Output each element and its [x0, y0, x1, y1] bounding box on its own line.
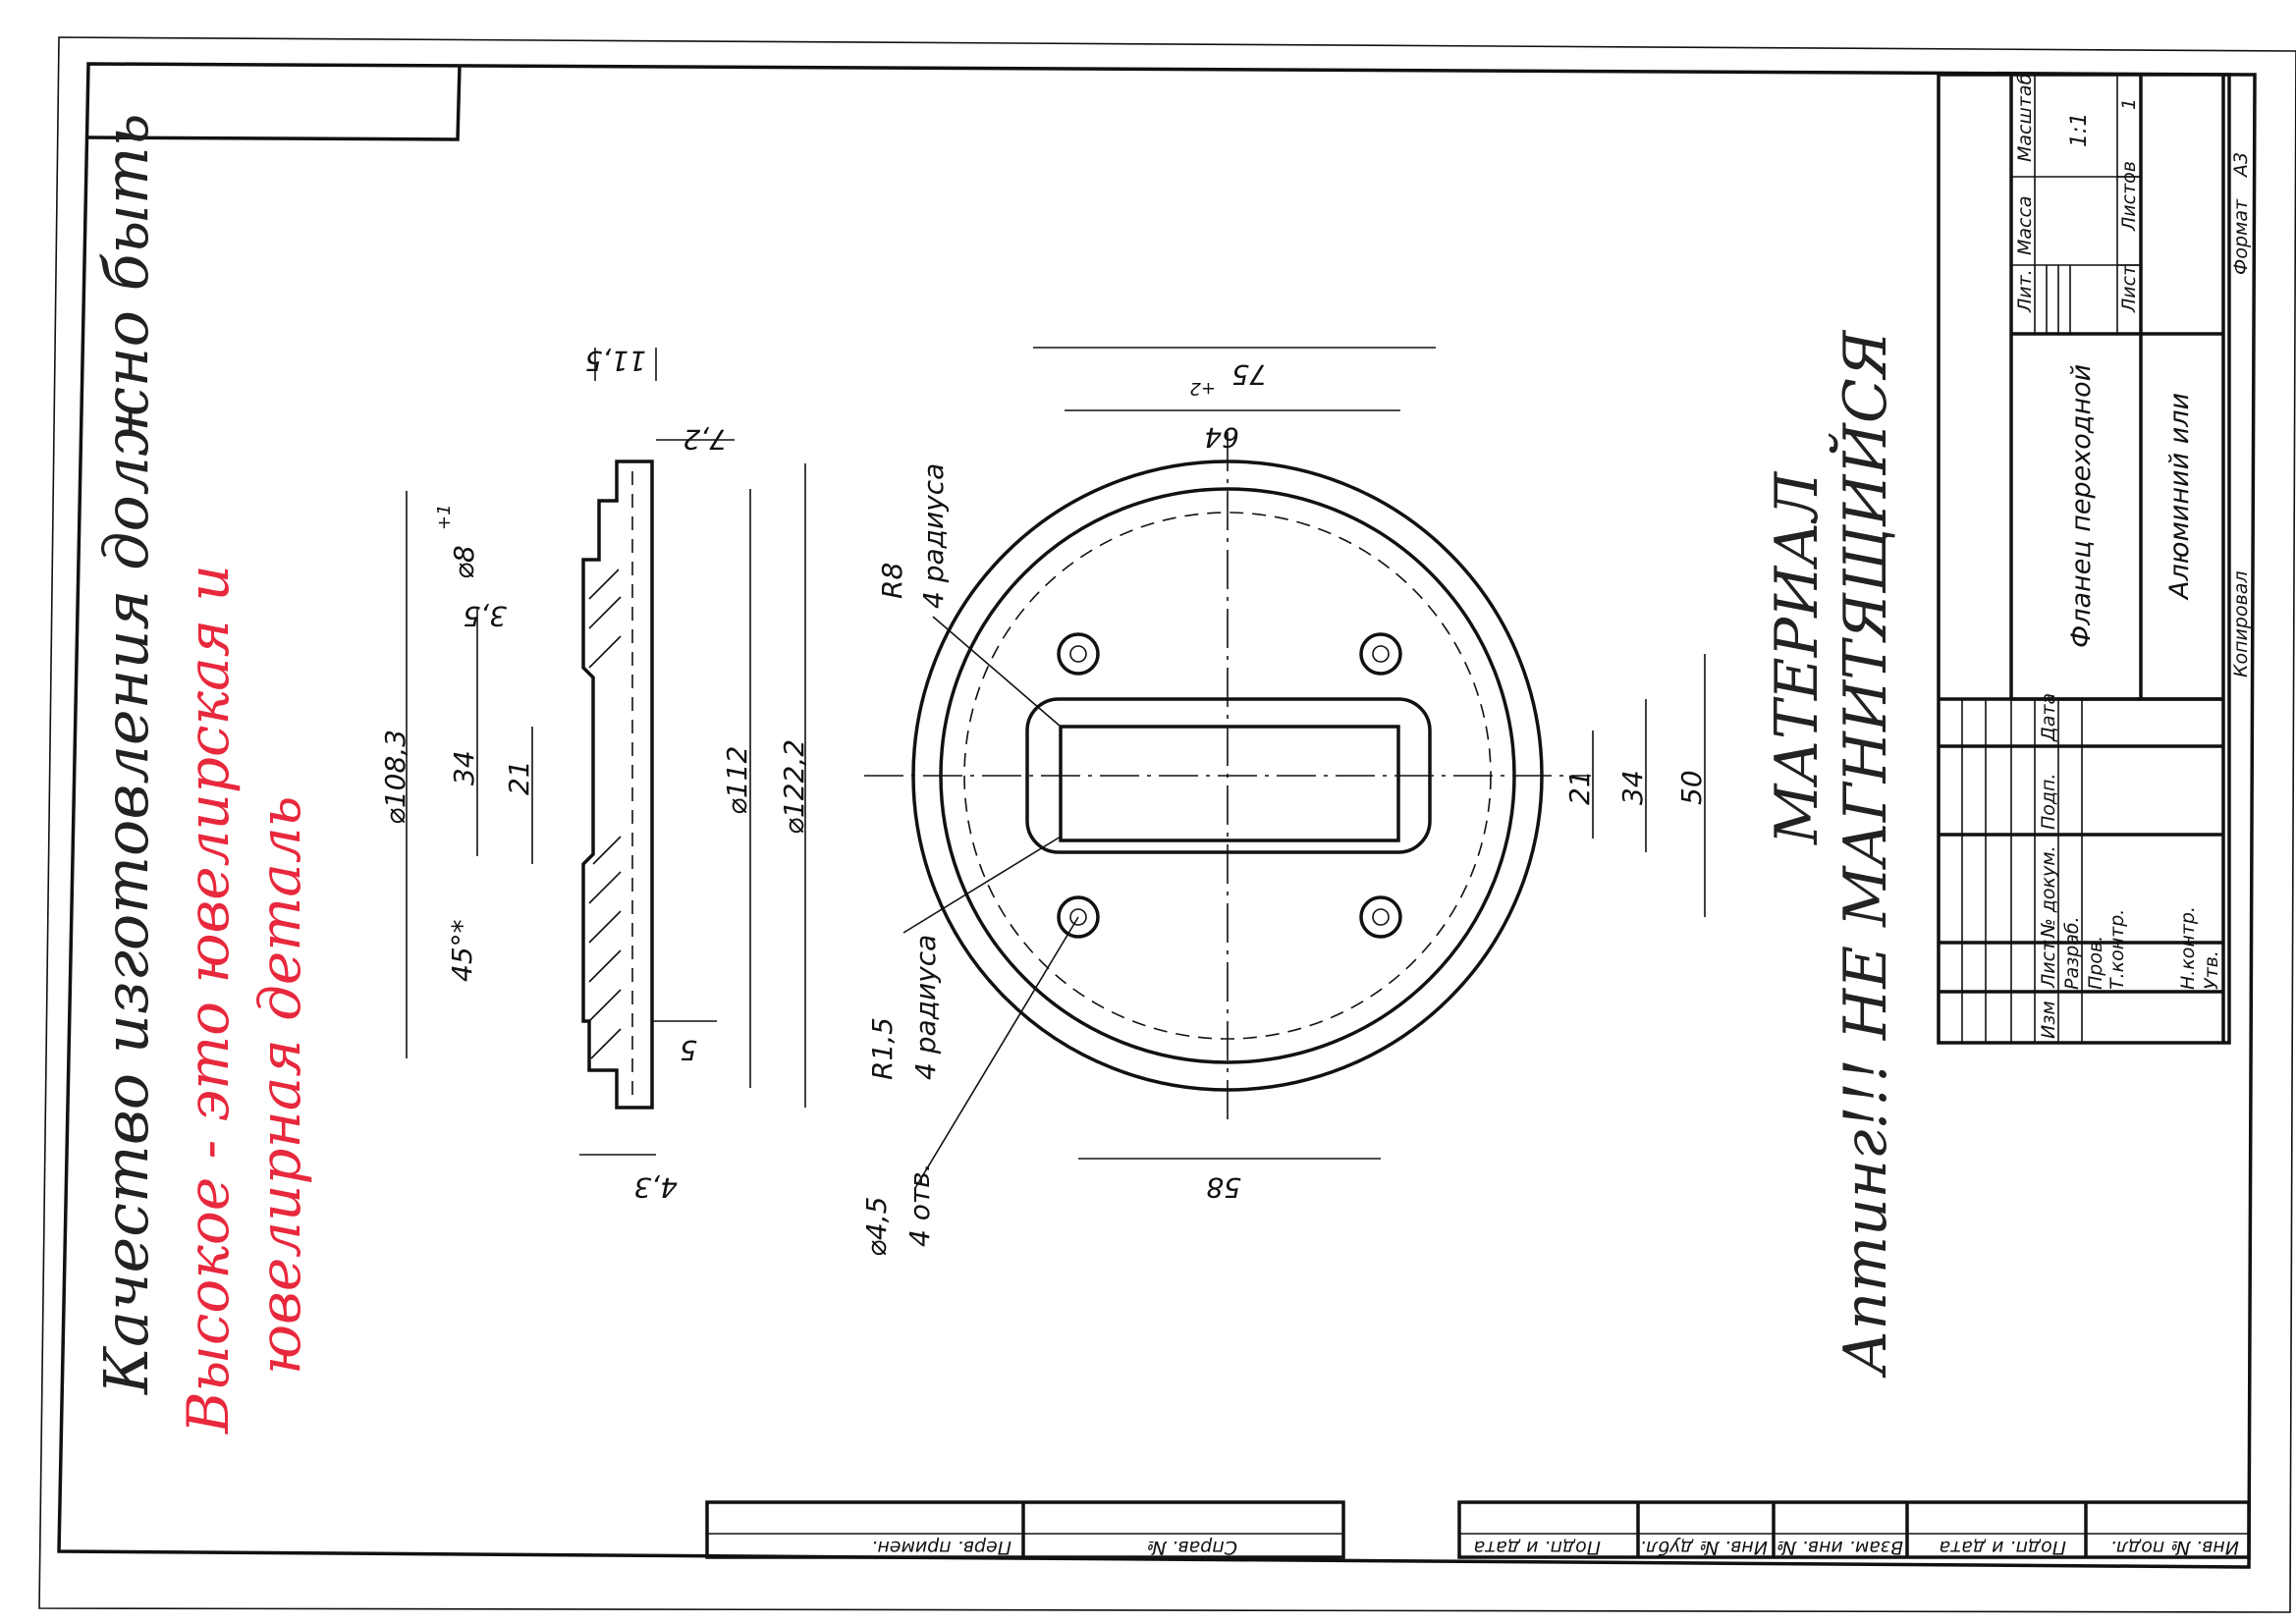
- strip-vzam-inv: Взам. инв. №: [1777, 1537, 1903, 1558]
- note-material: МАТЕРИАЛ: [1763, 470, 1831, 845]
- section-view: ⌀108,3 34 21 45°* ⌀8 +1 3,5 11,5 7,2 ⌀11…: [379, 345, 810, 1204]
- plan-view: 75 +2 64 58 21 34 50 R8 4 радиуса R1,5 4…: [860, 347, 1708, 1257]
- plan-hole: ⌀4,5: [860, 1197, 893, 1257]
- strip-perv-primen: Перв. примен.: [871, 1537, 1011, 1558]
- tb-sheet-num: 1: [2118, 98, 2140, 110]
- tb-format-value: A3: [2230, 152, 2252, 179]
- tb-copied: Копировал: [2230, 570, 2252, 677]
- strip-podp-data-1: Подп. и дата: [1474, 1537, 1601, 1558]
- plan-d21: 21: [1563, 770, 1596, 805]
- strip-sprav: Справ. №: [1147, 1537, 1237, 1558]
- tb-sheets: Листов: [2118, 161, 2140, 232]
- tb-sign: Подп.: [2038, 773, 2059, 830]
- tb-tkontr: Т.контр.: [2106, 909, 2128, 990]
- sec-d5: 5: [680, 1034, 697, 1066]
- title-block-text: Лит. Масса Масштаб 1:1 Лист Листов 1 Фла…: [2014, 73, 2252, 1039]
- plan-d75: 75: [1231, 358, 1267, 391]
- tb-prov: Пров.: [2085, 936, 2106, 990]
- sec-d3-5: 3,5: [463, 600, 507, 632]
- mounting-holes: [1057, 632, 1402, 939]
- sec-d7-2: 7,2: [683, 423, 727, 456]
- plan-d75-tol: +2: [1189, 378, 1216, 399]
- tb-sheet: Лист: [2118, 264, 2140, 313]
- note-red-2: ювелирная деталь: [246, 796, 313, 1375]
- sec-d8-tol: +1: [434, 504, 455, 530]
- tb-doc: № докум.: [2038, 845, 2059, 939]
- tb-format-label: Формат: [2230, 198, 2252, 275]
- plan-d64: 64: [1204, 421, 1239, 454]
- sec-chamfer: 45°*: [446, 919, 478, 982]
- plan-r1-5-note: 4 радиуса: [909, 935, 942, 1080]
- plan-hole-note: 4 отв.: [903, 1163, 936, 1247]
- strip-inv-podl: Инв. № подл.: [2110, 1537, 2239, 1558]
- tb-razrab: Разраб.: [2061, 916, 2083, 990]
- plan-r8: R8: [876, 563, 908, 599]
- handwritten-notes: Качество изготовления должно быть Высоко…: [90, 114, 1900, 1435]
- plan-r1-5: R1,5: [866, 1017, 899, 1080]
- sec-d21: 21: [503, 760, 535, 795]
- title-block: [1937, 73, 2231, 1045]
- tb-mass: Масса: [2014, 195, 2036, 255]
- note-quality: Качество изготовления должно быть: [90, 114, 162, 1395]
- strip-podp-data-2: Подп. и дата: [1940, 1537, 2066, 1558]
- bottom-strip: Перв. примен. Справ. № Подп. и дата Инв.…: [705, 1500, 2251, 1559]
- sec-d122: ⌀122,2: [778, 739, 810, 835]
- sec-d112: ⌀112: [721, 746, 753, 815]
- tb-date: Дата: [2038, 693, 2059, 742]
- tb-izm: Изм: [2038, 1001, 2059, 1039]
- tb-list: Лист: [2038, 940, 2059, 989]
- sec-d11-5: 11,5: [585, 345, 646, 377]
- tb-nkontr: Н.контр.: [2177, 906, 2199, 990]
- tb-utv: Утв.: [2201, 950, 2222, 990]
- note-not-magnetic: Аптинг!!! НЕ МАГНИТЯЩИЙСЯ: [1829, 329, 1900, 1379]
- sec-d4-3: 4,3: [633, 1171, 678, 1204]
- tb-material: Алюминий или: [2164, 393, 2195, 601]
- strip-inv-dubl: Инв. № дубл.: [1640, 1537, 1768, 1558]
- tb-scale-value: 1:1: [2067, 113, 2092, 147]
- plan-d50: 50: [1675, 770, 1708, 805]
- plan-d34: 34: [1616, 770, 1649, 805]
- sec-d108: ⌀108,3: [379, 730, 411, 825]
- tb-scale-header: Масштаб: [2014, 73, 2036, 162]
- sec-d8: ⌀8: [448, 545, 480, 579]
- plan-r8-note: 4 радиуса: [917, 463, 950, 609]
- note-red-1: Высокое - это ювелирская и: [175, 565, 242, 1435]
- sec-d34: 34: [448, 750, 480, 785]
- sheet-frame: [38, 36, 2296, 1613]
- plan-d58: 58: [1206, 1171, 1241, 1204]
- tb-part-name: Фланец переходной: [2066, 364, 2097, 648]
- tb-lit: Лит.: [2014, 269, 2036, 313]
